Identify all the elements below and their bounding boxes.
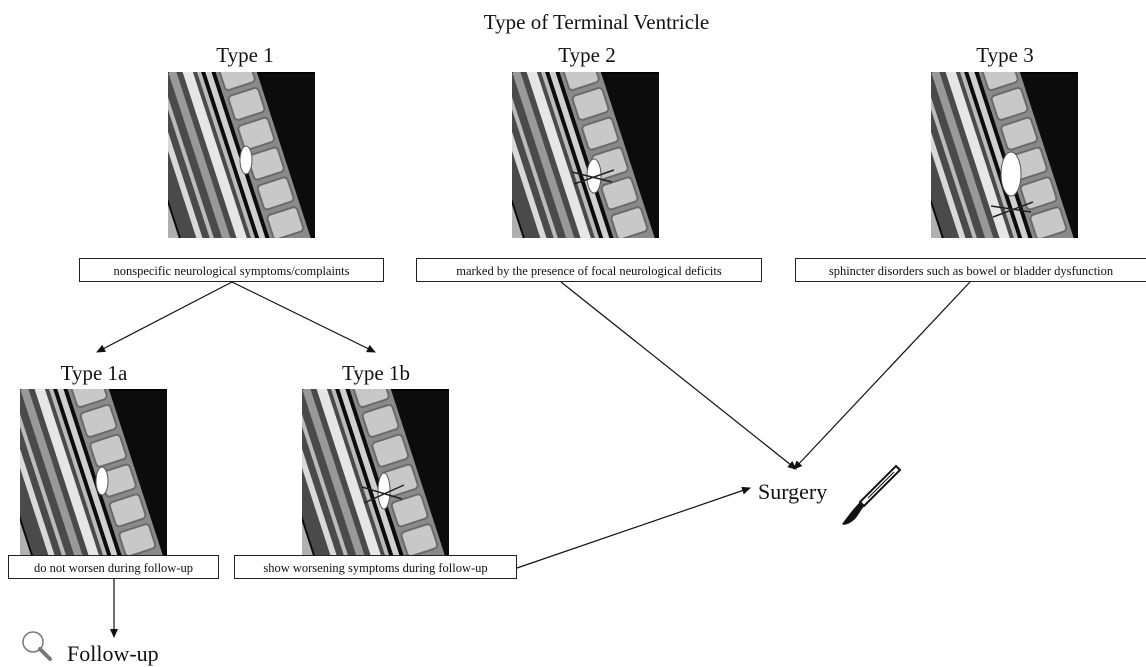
arrow-type1-to-type1a bbox=[97, 282, 232, 352]
arrow-type1b-to-surgery bbox=[517, 488, 750, 568]
arrow-type3-to-surgery bbox=[794, 282, 970, 469]
arrow-type2-to-surgery bbox=[561, 282, 796, 469]
arrow-type1-to-type1b bbox=[232, 282, 375, 352]
